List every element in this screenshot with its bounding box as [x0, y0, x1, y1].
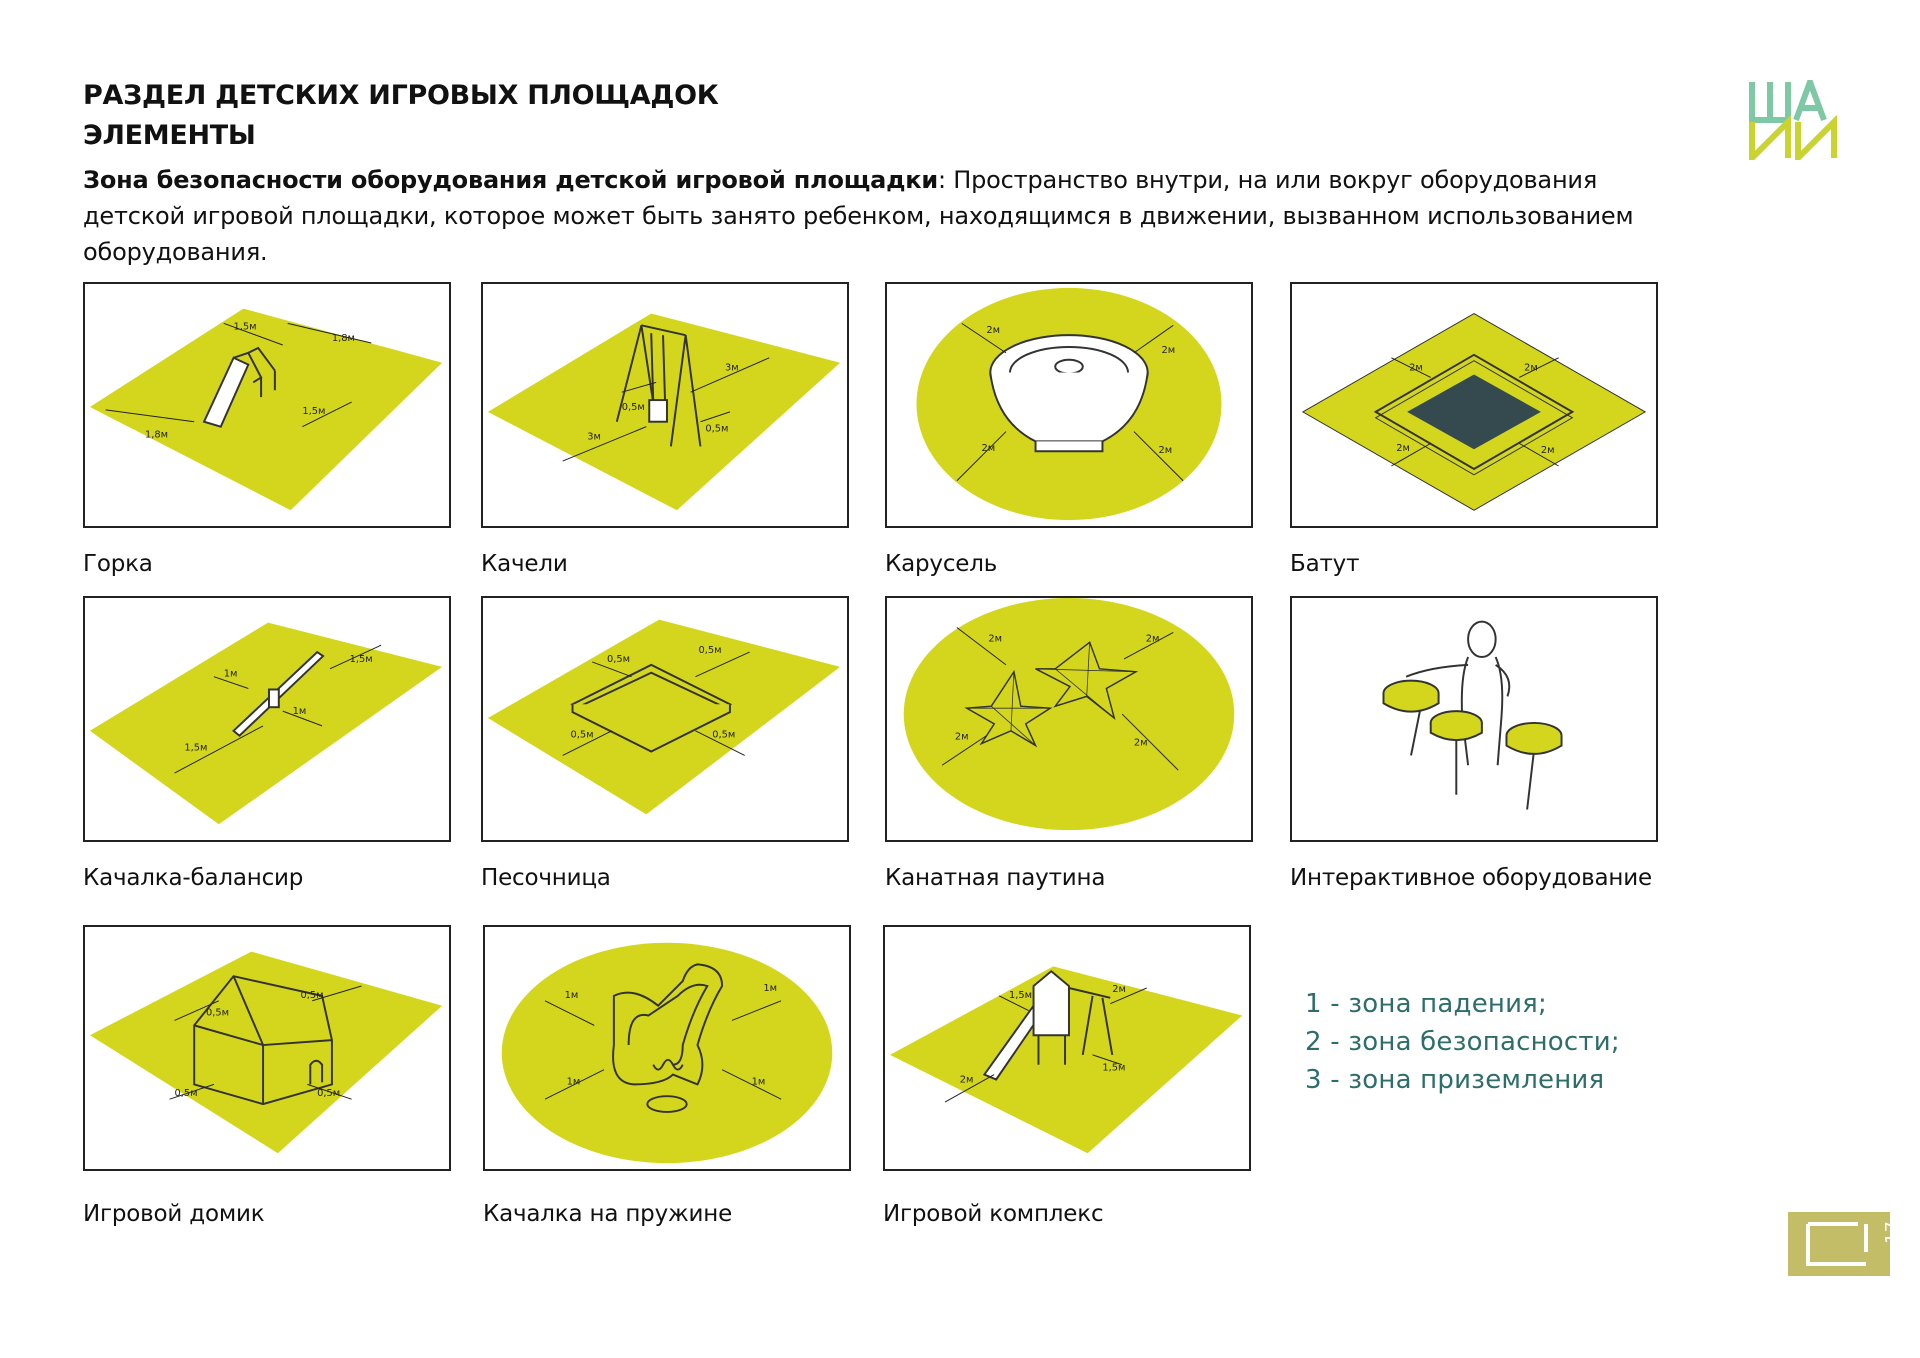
page-title-line-2: ЭЛЕМЕНТЫ: [83, 120, 256, 151]
diagram-interactive: [1290, 596, 1658, 842]
sandbox-icon: 0,5м 0,5м 0,5м 0,5м: [487, 619, 841, 815]
dim-label: 1,8м: [332, 333, 355, 344]
diagram-trampoline: 2м 2м 2м 2м: [1290, 282, 1658, 528]
definition-text: Зона безопасности оборудования детской и…: [83, 162, 1643, 270]
dim-label: 0,5м: [705, 424, 728, 435]
spring-rocker-icon: 1м 1м 1м 1м: [501, 942, 833, 1164]
dim-label: 1,5м: [302, 406, 325, 417]
brand-logo-icon: [1749, 80, 1837, 160]
trampoline-icon: 2м 2м 2м 2м: [1301, 312, 1647, 511]
dim-label: 2м: [988, 633, 1002, 644]
dim-label: 1,5м: [350, 654, 373, 665]
dim-label: 3м: [725, 363, 739, 374]
caption-playhouse: Игровой домик: [83, 1201, 265, 1227]
caption-slide: Горка: [83, 551, 153, 577]
caption-spring-rocker: Качалка на пружине: [483, 1201, 733, 1227]
dim-label: 2м: [1146, 633, 1160, 644]
caption-seesaw: Качалка-балансир: [83, 865, 304, 891]
page-title: РАЗДЕЛ ДЕТСКИХ ИГРОВЫХ ПЛОЩАДОК ЭЛЕМЕНТЫ: [83, 76, 719, 156]
diagram-swings: 3м 0,5м 3м 0,5м: [481, 282, 849, 528]
dim-label: 1,5м: [1102, 1063, 1125, 1074]
dim-label: 2м: [986, 325, 1000, 336]
dim-label: 2м: [960, 1074, 974, 1085]
caption-interactive: Интерактивное оборудование: [1290, 865, 1652, 891]
rope-web-icon: 2м 2м 2м 2м: [903, 598, 1235, 831]
section-mark-icon: [1806, 1222, 1868, 1266]
slide-icon: 1,8м 1,5м 1,8м 1,5м: [89, 308, 443, 511]
dim-label: 3м: [587, 431, 601, 442]
legend-item: 1 - зона падения;: [1305, 989, 1547, 1019]
dim-label: 2м: [981, 443, 995, 454]
dim-label: 1,5м: [184, 742, 207, 753]
dim-label: 2м: [1112, 984, 1126, 995]
dim-label: 1,5м: [1009, 990, 1032, 1001]
dim-label: 2м: [1541, 445, 1555, 456]
caption-swings: Качели: [481, 551, 568, 577]
legend-item: 3 - зона приземления: [1305, 1065, 1605, 1095]
dim-label: 2м: [1161, 345, 1175, 356]
dim-label: 2м: [1134, 738, 1148, 749]
dim-label: 1м: [763, 983, 777, 994]
definition-body: : Пространство внутри, на или вокруг обо…: [83, 166, 1634, 266]
dim-label: 0,5м: [698, 645, 721, 656]
dim-label: 0,5м: [175, 1088, 198, 1099]
diagram-spring-rocker: 1м 1м 1м 1м: [483, 925, 851, 1171]
dim-label: 1,8м: [145, 429, 168, 440]
swings-icon: 3м 0,5м 3м 0,5м: [487, 313, 841, 511]
dim-label: 0,5м: [206, 1008, 229, 1019]
play-complex-icon: 2м 1,5м 2м 1,5м: [889, 966, 1243, 1154]
dim-label: 2м: [1396, 443, 1410, 454]
dim-label: 2м: [955, 732, 969, 743]
diagram-rope-web: 2м 2м 2м 2м: [885, 596, 1253, 842]
caption-rope-web: Канатная паутина: [885, 865, 1106, 891]
zone-legend: 1 - зона падения; 2 - зона безопасности;…: [1305, 985, 1620, 1099]
legend-item: 2 - зона безопасности;: [1305, 1027, 1620, 1057]
caption-trampoline: Батут: [1290, 551, 1360, 577]
playhouse-icon: 0,5м 0,5м 0,5м 0,5м: [89, 951, 443, 1154]
dim-label: 1м: [565, 990, 579, 1001]
dim-label: 2м: [1409, 363, 1423, 374]
dim-label: 0,5м: [571, 730, 594, 741]
caption-sandbox: Песочница: [481, 865, 611, 891]
interactive-equipment-icon: [1382, 620, 1563, 810]
dim-label: 1м: [752, 1076, 766, 1087]
diagram-slide: 1,8м 1,5м 1,8м 1,5м: [83, 282, 451, 528]
carousel-icon: 2м 2м 2м 2м: [916, 287, 1222, 521]
diagram-playhouse: 0,5м 0,5м 0,5м 0,5м: [83, 925, 451, 1171]
seesaw-icon: 1,5м 1м 1,5м 1м: [89, 622, 443, 825]
diagram-play-complex: 2м 1,5м 2м 1,5м: [883, 925, 1251, 1171]
dim-label: 1,5м: [234, 321, 257, 332]
dim-label: 1м: [293, 706, 307, 717]
dim-label: 2м: [1524, 363, 1538, 374]
definition-term: Зона безопасности оборудования детской и…: [83, 166, 938, 194]
dim-label: 0,5м: [622, 402, 645, 413]
dim-label: 0,5м: [300, 990, 323, 1001]
page-badge: [1788, 1212, 1890, 1276]
dim-label: 0,5м: [712, 730, 735, 741]
dim-label: 0,5м: [607, 654, 630, 665]
dim-label: 1м: [224, 669, 238, 680]
dim-label: 0,5м: [317, 1088, 340, 1099]
diagram-seesaw: 1,5м 1м 1,5м 1м: [83, 596, 451, 842]
page-title-line-1: РАЗДЕЛ ДЕТСКИХ ИГРОВЫХ ПЛОЩАДОК: [83, 80, 719, 111]
diagram-carousel: 2м 2м 2м 2м: [885, 282, 1253, 528]
page-number: 17: [1882, 1221, 1903, 1244]
dim-label: 1м: [567, 1076, 581, 1087]
caption-play-complex: Игровой комплекс: [883, 1201, 1104, 1227]
dim-label: 2м: [1159, 445, 1173, 456]
diagram-sandbox: 0,5м 0,5м 0,5м 0,5м: [481, 596, 849, 842]
caption-carousel: Карусель: [885, 551, 998, 577]
